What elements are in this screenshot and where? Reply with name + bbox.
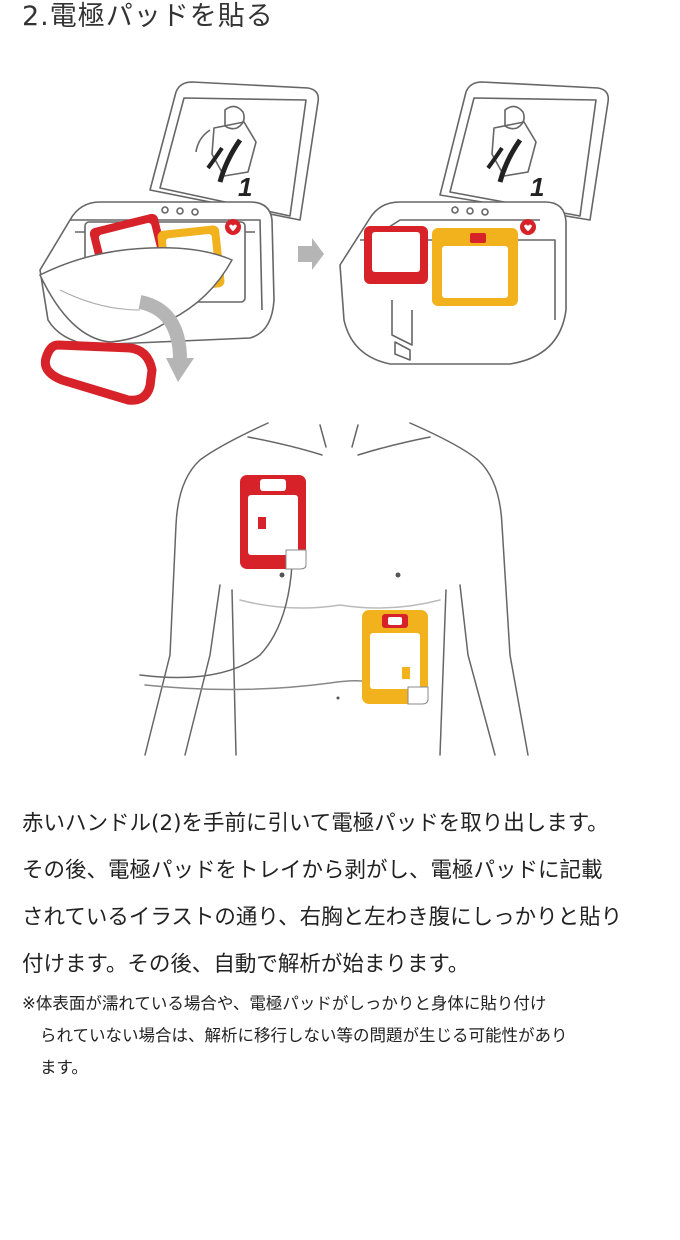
instruction-line: その後、電極パッドをトレイから剥がし、電極パッドに記載 [22,858,603,883]
instruction-text: 赤いハンドル(2)を手前に引いて電極パッドを取り出します。 その後、電極パッドを… [22,800,672,988]
torso-pad-placement-illustration [139,422,529,756]
section-title: 2.電極パッドを貼る [22,1,274,32]
pad-cable [139,564,293,679]
aed-lid-right [439,81,610,221]
torso-outline-right [409,422,529,756]
instruction-line: されているイラストの通り、右胸と左わき腹にしっかりと貼り [22,905,623,930]
red-handle [40,340,157,405]
peel-sheet [39,247,234,343]
step-number-right: 1 [530,172,544,202]
next-step-arrow [298,238,324,270]
instruction-line: 付けます。その後、自動で解析が始まります。 [22,952,470,977]
pull-arrow [138,295,187,361]
note-line: ます。 [40,1058,88,1077]
instruction-line: 赤いハンドル(2)を手前に引いて電極パッドを取り出します。 [22,811,609,836]
step-number-left: 1 [238,172,252,202]
aed-opening-illustration: 1 1 [39,81,610,405]
torso-outline-left [144,422,269,756]
caution-note: ※体表面が濡れている場合や、電極パッドがしっかりと身体に貼り付け られていない場… [22,988,662,1084]
note-line: られていない場合は、解析に移行しない等の問題が生じる可能性があり [40,1026,568,1045]
note-line: ※体表面が濡れている場合や、電極パッドがしっかりと身体に貼り付け [22,994,547,1013]
